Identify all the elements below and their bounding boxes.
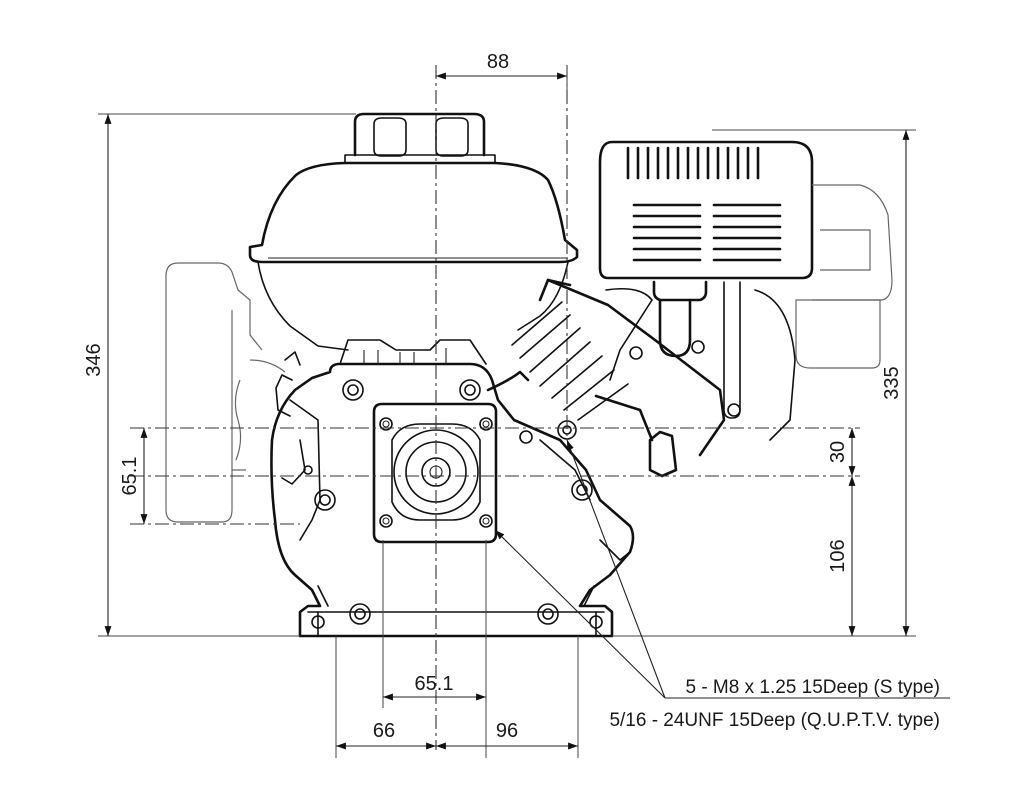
pto-flange (372, 402, 498, 544)
crankcase (270, 339, 635, 638)
air-cleaner (598, 140, 814, 280)
fuel-tank (248, 161, 579, 351)
muffler-outline (795, 184, 893, 369)
dim-pto-height-left: 65.1 (119, 457, 141, 496)
thread-notes: 5 - M8 x 1.25 15Deep (S type) 5/16 - 24U… (609, 677, 940, 731)
dimension-labels: 88 346 65.1 335 30 106 65.1 66 96 (83, 51, 903, 742)
recoil-starter-outline (165, 262, 286, 523)
dimension-lines (98, 65, 950, 758)
dim-bolt-spacing-bottom: 65.1 (415, 673, 454, 695)
dim-overall-height-left: 346 (83, 343, 105, 376)
dim-overall-height-right: 335 (881, 366, 903, 399)
dim-base-right: 96 (496, 720, 518, 742)
dim-shaft-height-right: 106 (827, 539, 849, 572)
thread-note-q-type: 5/16 - 24UNF 15Deep (Q.U.P.T.V. type) (609, 710, 940, 731)
cylinder-fins (486, 278, 726, 478)
dim-pto-offset-right: 30 (827, 441, 849, 463)
fuel-cap (344, 112, 496, 164)
center-lines (130, 65, 860, 750)
carburetor (605, 280, 796, 441)
dim-top-88: 88 (487, 51, 509, 73)
thread-note-s-type: 5 - M8 x 1.25 15Deep (S type) (685, 677, 940, 698)
engine-outline (165, 112, 893, 638)
dim-base-left: 66 (373, 720, 395, 742)
